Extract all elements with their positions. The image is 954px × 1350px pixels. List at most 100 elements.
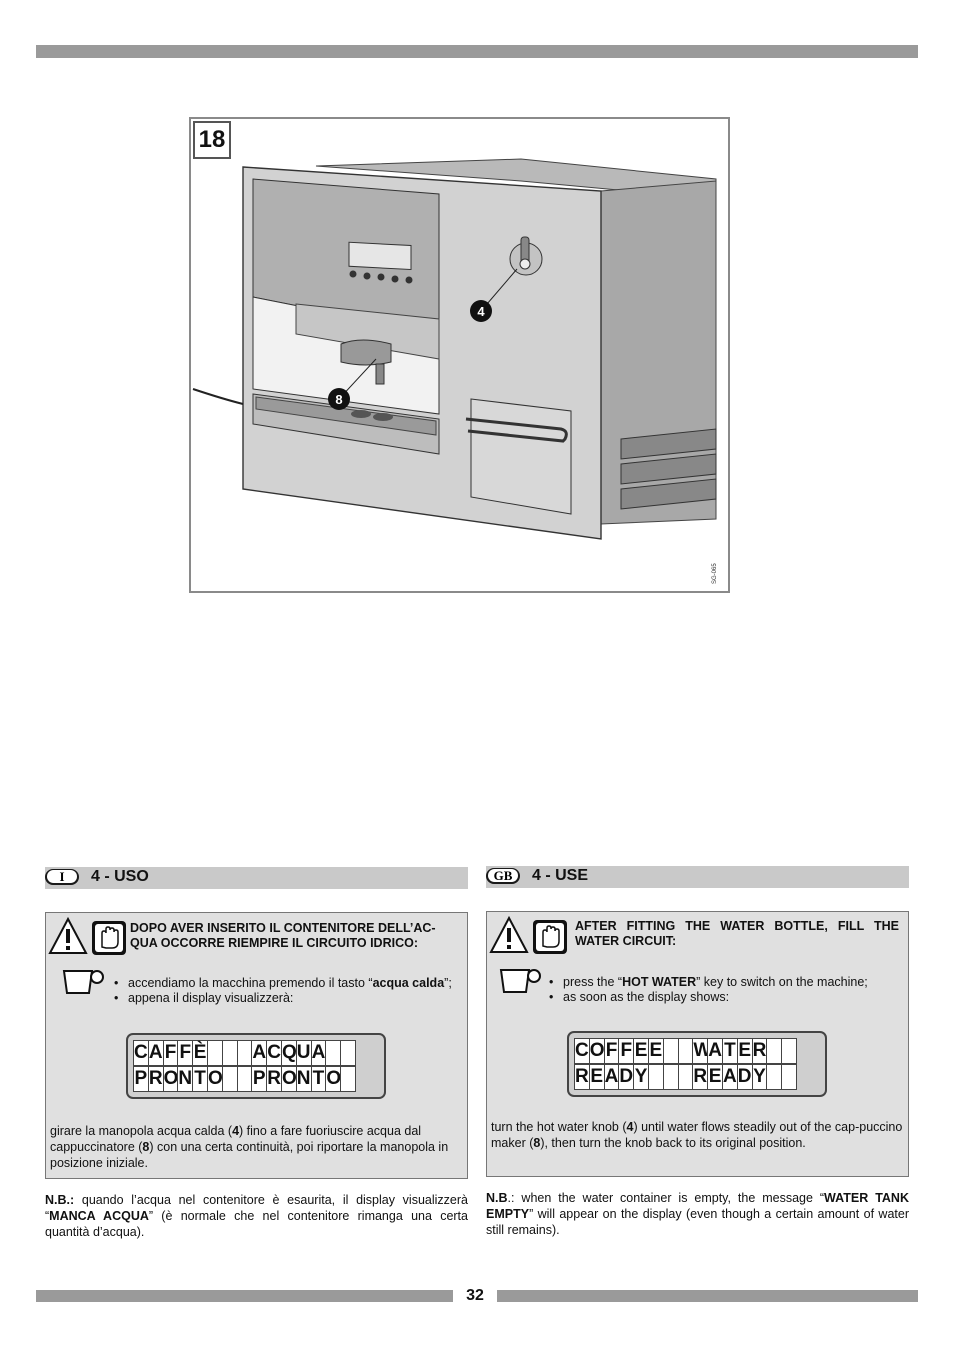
display-cell: R <box>574 1064 590 1090</box>
display-cell: T <box>192 1066 208 1092</box>
warning-triangle-icon <box>489 915 529 953</box>
display-cell: T <box>721 1038 738 1064</box>
figure-18: 4 8 SG-065 18 <box>189 117 730 593</box>
display-cell: A <box>603 1064 620 1090</box>
callout-8-label: 8 <box>335 392 342 407</box>
display-cell: E <box>633 1038 649 1064</box>
display-cell: C <box>266 1040 282 1066</box>
display-cell <box>781 1064 797 1090</box>
instruction-list: press the “HOT WATER” key to switch on t… <box>547 975 903 1005</box>
display-cell: È <box>192 1040 208 1066</box>
display-cell: A <box>721 1064 738 1090</box>
display-cell: E <box>647 1038 664 1064</box>
section-title: 4 - USO <box>91 868 149 885</box>
figure-number: 18 <box>193 121 231 159</box>
display-cell: F <box>177 1040 194 1066</box>
display-cell: P <box>133 1066 149 1092</box>
display-cell: Y <box>633 1064 649 1090</box>
display-cell: E <box>707 1064 723 1090</box>
display-cell: E <box>736 1038 753 1064</box>
display-cell: D <box>736 1064 753 1090</box>
figure-code: SG-065 <box>712 563 718 584</box>
display-cell: F <box>162 1040 179 1066</box>
display-cell: A <box>251 1040 268 1066</box>
display-cell <box>340 1040 356 1066</box>
display-cell: O <box>280 1066 297 1092</box>
list-item: as soon as the display shows: <box>547 990 903 1005</box>
display-cell <box>340 1066 356 1092</box>
display-cell: A <box>147 1040 164 1066</box>
coffee-machine-illustration: 4 8 SG-065 <box>192 158 718 584</box>
display-cell: N <box>177 1066 194 1092</box>
display-cell <box>236 1040 253 1066</box>
display-cell <box>221 1040 238 1066</box>
instruction-list: accendiamo la macchina premendo il tasto… <box>112 976 458 1006</box>
callout-8 <box>328 388 350 410</box>
stop-hand-icon <box>92 921 126 955</box>
display-cell: Y <box>751 1064 768 1090</box>
stop-hand-icon <box>533 920 567 954</box>
warning-text: AFTER FITTING THE WATER BOTTLE, FILL THE… <box>575 919 899 948</box>
bottom-rule-left <box>36 1290 453 1302</box>
display-cell: U <box>295 1040 312 1066</box>
warning-triangle-icon <box>48 916 88 954</box>
display-cell: A <box>707 1038 723 1064</box>
bottom-rule-right <box>497 1290 918 1302</box>
note-paragraph: N.B.: quando l’acqua nel contenitore è e… <box>45 1193 468 1239</box>
display-cell: C <box>574 1038 590 1064</box>
display-cell: O <box>588 1038 605 1064</box>
display-cell: R <box>692 1064 709 1090</box>
display-cell: A <box>310 1040 327 1066</box>
list-item: press the “HOT WATER” key to switch on t… <box>547 975 903 990</box>
display-cell: E <box>588 1064 605 1090</box>
warning-text: DOPO AVER INSERITO IL CONTENITORE DELL’A… <box>130 921 436 950</box>
display-cell: F <box>603 1038 620 1064</box>
warning-icons <box>48 916 126 955</box>
display-cell: P <box>251 1066 268 1092</box>
display-cell: O <box>162 1066 179 1092</box>
language-badge: GB <box>486 868 520 884</box>
warning-icons <box>489 915 567 954</box>
display-cell: R <box>266 1066 282 1092</box>
display-cell: W <box>692 1038 711 1064</box>
callout-4-label: 4 <box>477 304 485 319</box>
instruction-box: AFTER FITTING THE WATER BOTTLE, FILL THE… <box>486 911 909 1177</box>
display-cell: T <box>310 1066 327 1092</box>
display-cell <box>221 1066 238 1092</box>
page-number: 32 <box>466 1287 484 1304</box>
section-header: GB 4 - USE <box>486 866 909 888</box>
instruction-box: DOPO AVER INSERITO IL CONTENITORE DELL’A… <box>45 912 468 1179</box>
list-item: appena il display visualizzerà: <box>112 991 458 1006</box>
display-cell: R <box>147 1066 164 1092</box>
language-badge: I <box>45 869 79 885</box>
display-cell <box>206 1040 223 1066</box>
display-cell: Q <box>280 1040 297 1066</box>
display-cell <box>766 1064 783 1090</box>
top-rule <box>36 45 918 58</box>
display-cell: C <box>133 1040 149 1066</box>
display-cell: N <box>295 1066 312 1092</box>
display-cell <box>781 1038 797 1064</box>
cup-icon <box>62 970 104 994</box>
list-item: accendiamo la macchina premendo il tasto… <box>112 976 458 991</box>
section-title: 4 - USE <box>532 867 589 884</box>
instruction-paragraph: turn the hot water knob (4) until water … <box>491 1120 903 1150</box>
display-cell: F <box>618 1038 635 1064</box>
display-cell <box>677 1064 694 1090</box>
display-cell <box>662 1038 679 1064</box>
display-cell: O <box>206 1066 223 1092</box>
note-paragraph: N.B.: when the water container is empty,… <box>486 1191 909 1237</box>
section-header: I 4 - USO <box>45 867 468 889</box>
display-cell: R <box>751 1038 768 1064</box>
instruction-paragraph: girare la manopola acqua calda (4) fino … <box>50 1124 449 1170</box>
display-cell: O <box>325 1066 342 1092</box>
display-cell <box>325 1040 342 1066</box>
display-cell <box>236 1066 253 1092</box>
display-cell <box>647 1064 664 1090</box>
callout-4 <box>470 300 492 322</box>
